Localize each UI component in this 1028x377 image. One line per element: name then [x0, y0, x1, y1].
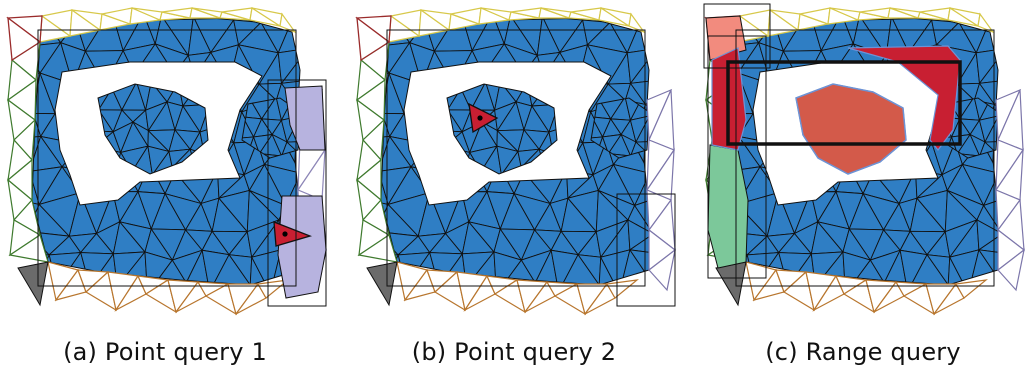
interior-mesh-triangle: [319, 52, 330, 79]
island-right-triangle: [635, 115, 649, 143]
interior-mesh-triangle: [698, 286, 733, 318]
interior-mesh-triangle: [1, 0, 33, 14]
boundary-right-triangle: [648, 248, 676, 292]
corner-topleft-2: [356, 16, 391, 62]
interior-mesh-triangle: [95, 0, 119, 10]
island-right-triangle: [956, 153, 981, 158]
interior-mesh-triangle: [661, 14, 679, 52]
interior-mesh-triangle: [1017, 52, 1028, 79]
boundary-right-triangle: [997, 248, 1025, 292]
interior-mesh-triangle: [1010, 14, 1028, 52]
corner-bottomleft: [715, 261, 747, 307]
interior-mesh-triangle: [982, 172, 998, 207]
interior-mesh-triangle: [668, 52, 679, 79]
bounding-box-main: [735, 29, 995, 287]
island-right-triangle: [607, 153, 632, 158]
panel-c: (c) Range query: [698, 0, 1028, 377]
boundary-bottom-triangle: [955, 279, 989, 299]
interior-mesh-triangle: [990, 18, 998, 19]
interior-mesh-triangle: [629, 47, 649, 84]
boundary-top: [737, 7, 995, 43]
bounding-box-main: [37, 29, 297, 287]
mesh-diagram-b: [349, 0, 679, 318]
interior-mesh-triangle: [280, 47, 300, 84]
interior-mesh-triangle: [633, 192, 649, 235]
query-point: [477, 115, 483, 121]
mesh-diagram-c: [698, 0, 1028, 324]
island-right-outline: [241, 97, 301, 159]
island-right-triangle: [258, 153, 283, 158]
corner-bottomleft: [366, 261, 398, 307]
interior-mesh-triangle: [991, 18, 998, 19]
boundary-bottom: [47, 261, 291, 316]
interior-mesh-triangle: [312, 0, 330, 18]
interior-mesh-triangle: [308, 18, 330, 52]
island-left-outline: [446, 83, 558, 175]
interior-mesh-triangle: [293, 18, 300, 19]
interior-mesh-triangle: [1020, 291, 1028, 324]
top-hit-band: [847, 45, 961, 151]
boundary-right: [995, 88, 1025, 292]
interior-mesh-triangle: [349, 286, 384, 318]
mesh-diagram-a: [0, 0, 330, 318]
boundary-right: [646, 88, 676, 292]
interior-mesh-triangle: [793, 0, 817, 10]
island-hit: [795, 83, 907, 175]
caption-b: (b) Point query 2: [411, 338, 617, 366]
bounding-box-main: [386, 29, 646, 287]
bbox-left: [707, 35, 767, 279]
query-triangle: [468, 102, 499, 134]
corner-topleft-2: [7, 16, 42, 62]
interior-mesh-triangle: [350, 0, 382, 14]
interior-mesh-triangle: [0, 286, 35, 318]
interior-mesh-triangle: [982, 192, 998, 235]
query-triangle: [273, 221, 313, 247]
panel-a: (a) Point query 1: [0, 0, 330, 377]
interior-mesh-triangle: [657, 18, 679, 52]
interior-mesh-triangle: [978, 78, 998, 106]
interior-mesh-triangle: [292, 18, 300, 19]
range-box: [726, 60, 962, 146]
interior-mesh-triangle: [312, 14, 330, 52]
island-right-triangle: [984, 115, 998, 143]
right-strip-upper: [284, 85, 326, 151]
boundary-top-triangle: [977, 12, 995, 34]
interior-mesh-triangle: [1006, 18, 1028, 52]
boundary-top: [388, 7, 646, 43]
interior-mesh-triangle: [1006, 48, 1028, 79]
interior-mesh-triangle: [641, 18, 649, 19]
boundary-bottom: [396, 261, 640, 316]
right-strip-lower: [277, 195, 327, 299]
interior-mesh-triangle: [657, 48, 679, 79]
interior-mesh-triangle: [978, 47, 998, 84]
caption-a: (a) Point query 1: [63, 338, 267, 366]
panel-b: (b) Point query 2: [349, 0, 679, 377]
island-left-outline: [97, 83, 209, 175]
bbox-topleft: [703, 3, 771, 69]
boundary-left: [355, 40, 398, 263]
corner-bottomleft: [17, 261, 49, 307]
island-right-outline: [590, 97, 650, 159]
interior-mesh-triangle: [633, 172, 649, 207]
island-left-triangle: [548, 103, 557, 133]
interior-mesh-triangle: [444, 0, 468, 10]
bounding-box-right: [616, 193, 676, 307]
interior-mesh-triangle: [661, 0, 679, 18]
caption-c: (c) Range query: [765, 338, 961, 366]
boundary-top-triangle: [279, 12, 297, 34]
interior-mesh-triangle: [642, 18, 649, 19]
interior-mesh-triangle: [1010, 0, 1028, 18]
interior-mesh-triangle: [308, 48, 330, 79]
bounding-box-right: [267, 79, 327, 307]
query-point: [282, 231, 288, 237]
interior-mesh-triangle: [629, 78, 649, 106]
boundary-bottom-triangle: [257, 279, 291, 299]
boundary-bottom: [745, 261, 989, 316]
island-left-triangle: [199, 103, 208, 133]
boundary-bottom-triangle: [606, 279, 640, 299]
boundary-top-triangle: [628, 12, 646, 34]
